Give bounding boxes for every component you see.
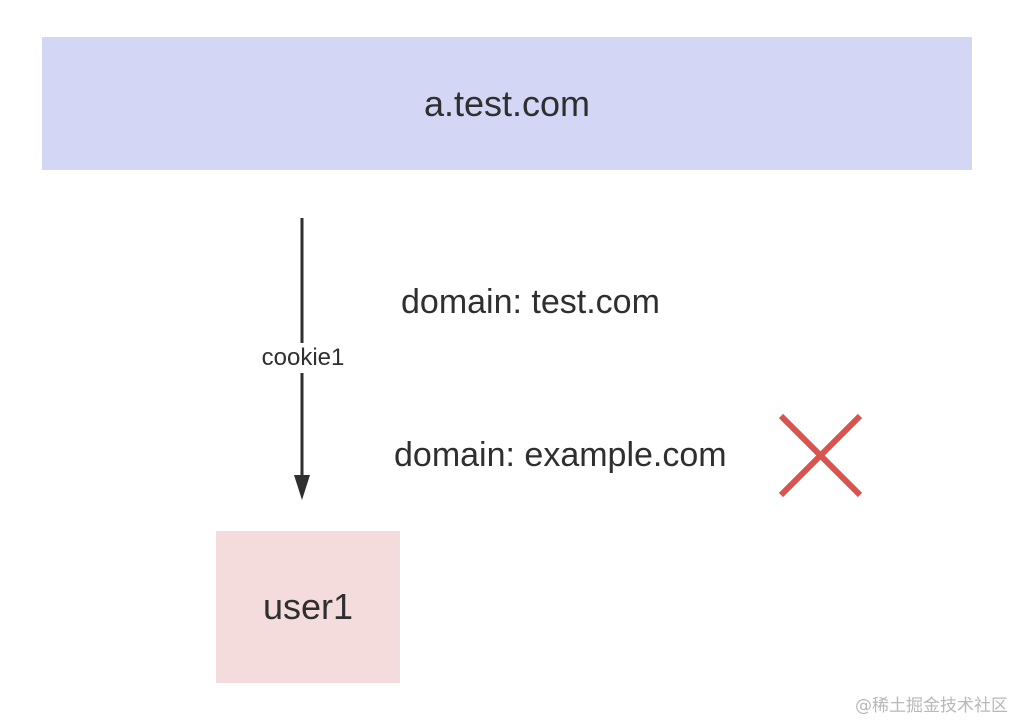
cross-icon xyxy=(778,413,863,498)
cookie-arrow-head xyxy=(294,475,310,500)
user-node: user1 xyxy=(216,531,400,683)
watermark: @稀土掘金技术社区 xyxy=(855,696,1008,716)
allowed-domain-label: domain: test.com xyxy=(401,283,660,321)
user-label: user1 xyxy=(262,586,354,627)
cookie-label: cookie1 xyxy=(254,343,352,373)
server-node: a.test.com xyxy=(42,37,972,170)
server-label: a.test.com xyxy=(423,82,591,124)
denied-domain-label: domain: example.com xyxy=(394,436,727,474)
